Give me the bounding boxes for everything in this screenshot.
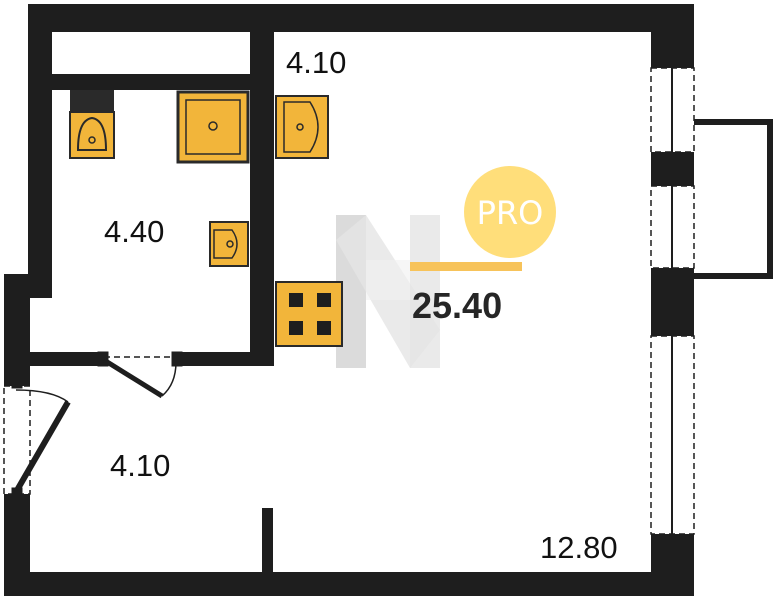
total-area-underline [410, 262, 522, 271]
wall-right-pillar-2 [651, 268, 694, 336]
shower-tray-icon [176, 90, 250, 164]
bath-door-leaf [102, 357, 164, 399]
wall-left-mid [4, 274, 30, 386]
door-leaf [13, 400, 71, 494]
bath-door-arc [161, 361, 177, 397]
wall-storage-bottom [52, 74, 274, 90]
windows [650, 67, 695, 535]
total-area-label: 25.40 [412, 285, 502, 326]
balcony-outline [694, 119, 773, 279]
bathroom-door [97, 351, 183, 399]
wall-bath-right [250, 32, 274, 366]
wall-bath-bottom-right [176, 352, 274, 366]
area-label-storage: 4.10 [286, 45, 346, 80]
wall-stub [262, 508, 273, 574]
wall-left-upper [28, 4, 52, 298]
wall-bottom [4, 572, 694, 596]
entrance-door [3, 377, 71, 499]
wall-top [28, 4, 694, 32]
pro-badge-text: PRO [477, 194, 544, 232]
pro-badge [464, 166, 556, 258]
toilet-icon [69, 90, 115, 159]
watermark-logo-icon [336, 215, 440, 368]
door-swing-arc [15, 389, 69, 403]
kitchen-sink-icon [275, 95, 329, 159]
wall-right-top [651, 4, 694, 68]
walls [4, 4, 694, 596]
stove-icon [275, 281, 343, 347]
wall-bath-bottom-left [28, 352, 102, 366]
area-label-living: 12.80 [540, 530, 618, 565]
area-label-bathroom: 4.40 [104, 214, 164, 249]
wall-right-pillar-1 [651, 152, 694, 186]
wall-right-bottom [651, 534, 694, 596]
area-label-hallway: 4.10 [110, 448, 170, 483]
small-sink-icon [209, 221, 249, 267]
